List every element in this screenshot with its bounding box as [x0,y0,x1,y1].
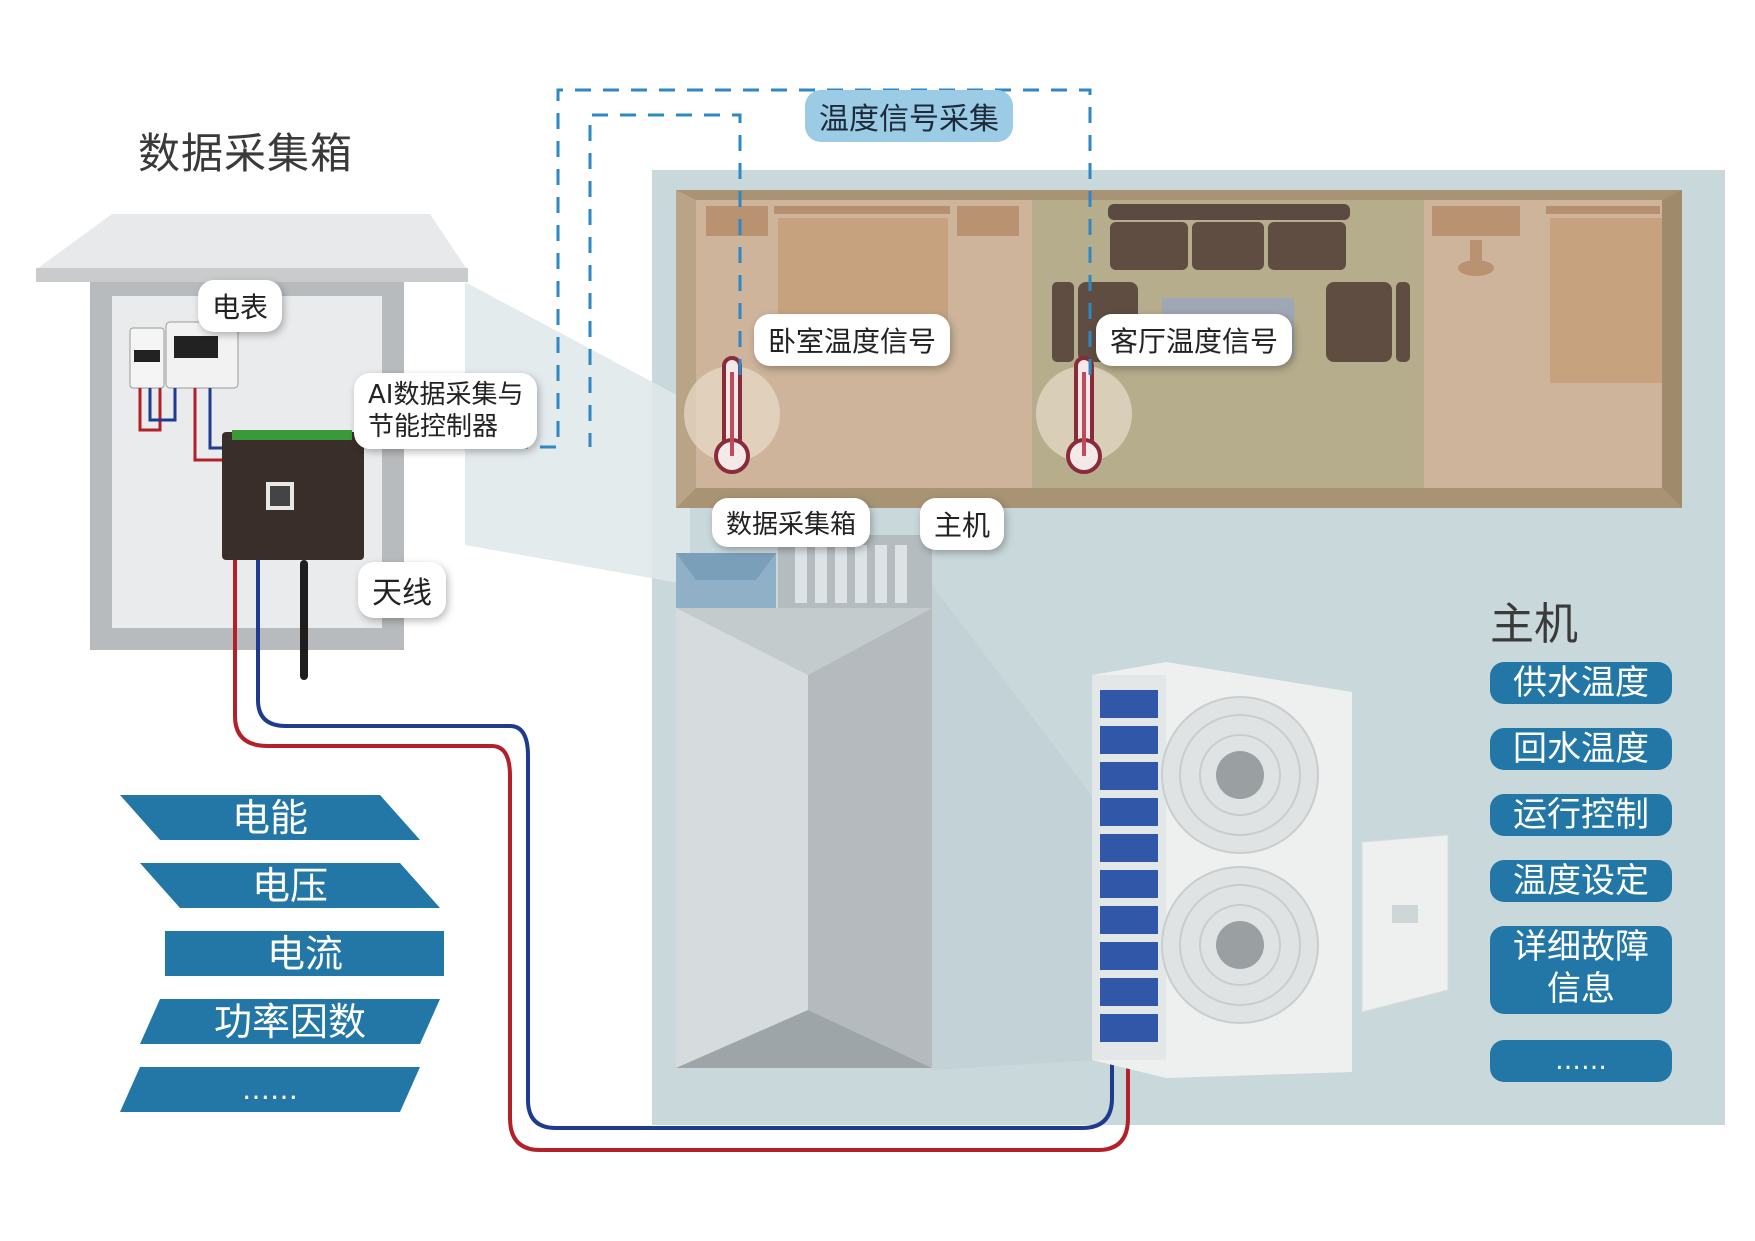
host-title: 主机 [1490,599,1578,650]
projection-beam-upper [465,282,690,585]
controller-label: AI数据采集与 节能控制器 [354,373,538,449]
antenna-icon [300,560,308,680]
sofa-seat-2 [1192,222,1264,270]
mini-box-label: 数据采集箱 [712,498,871,547]
mini-host-label: 主机 [920,498,1005,550]
host-temp-setting: 温度设定 [1490,860,1672,902]
host-return-temp: 回水温度 [1490,728,1672,770]
signal-collect-label: 温度信号采集 [805,90,1013,142]
tag-shape-voltage [140,863,440,908]
meter-label: 电表 [198,280,283,332]
wall-left [676,608,808,1068]
thermometer-icon-bedroom [714,356,750,474]
pillow-left-a [706,206,768,236]
wire-blue [256,560,1114,1130]
armchair-right-arm [1396,282,1410,362]
box-roof [38,214,466,268]
bedroom-sensor-label: 卧室温度信号 [754,314,951,366]
headboard-right [1546,206,1660,214]
host-supply-temp: 供水温度 [1490,662,1672,704]
meter-display [174,336,218,358]
floor-bevel-right [1662,190,1682,508]
breaker-switch [134,350,160,362]
host-more: …… [1490,1040,1672,1082]
tag-shape-current [165,931,444,976]
outdoor-unit [1092,662,1449,1078]
wall-center [808,608,932,1068]
wall-top [676,608,932,675]
tag-shape-pf [140,999,440,1044]
projection-beam-lower [932,585,1095,1070]
left-tag-shapes [120,795,444,1112]
tag-shape-energy [120,795,420,840]
mini-box-face [676,553,776,580]
chair-right-stem [1470,240,1482,270]
tag-shape-more [120,1067,420,1112]
tag-more: …… [242,1073,298,1106]
host-fault-info: 详细故障 信息 [1490,926,1672,1014]
sofa-seat-3 [1268,222,1346,270]
controller-terminal [232,430,352,440]
wall-floor [676,1010,932,1068]
floor-bevel-top [676,190,1682,200]
living-sensor-label: 客厅温度信号 [1096,314,1293,366]
host-run-control: 运行控制 [1490,794,1672,836]
tag-energy: 电能 [231,796,308,840]
antenna-label: 天线 [358,562,446,618]
bed-right [1550,218,1662,383]
armchair-right [1326,282,1392,362]
desk-right [1432,206,1520,236]
tag-power-factor: 功率因数 [213,1000,366,1044]
tag-current: 电流 [266,932,343,976]
wire-red [233,560,1130,1152]
tag-voltage: 电压 [251,864,328,908]
box-roof-edge [36,268,468,282]
mini-host-fins [795,545,907,603]
controller-qr-inner [270,486,290,506]
title-data-box: 数据采集箱 [138,129,354,178]
thermometer-icon-living [1066,356,1102,474]
sofa-seat-1 [1110,222,1188,270]
pillow-left-b [957,206,1019,236]
sofa-back [1108,204,1350,220]
armchair-left [1052,282,1074,362]
headboard-left [774,206,950,214]
